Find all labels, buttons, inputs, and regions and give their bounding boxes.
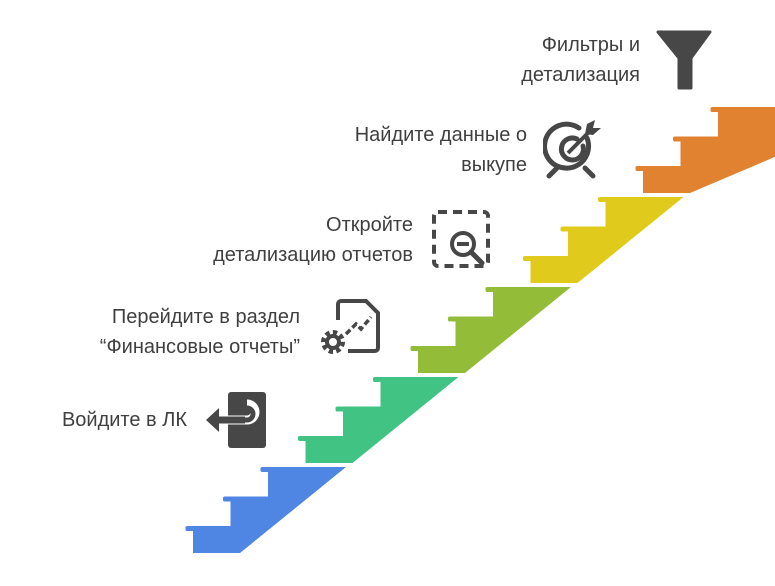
step-2-text-line-1: Перейдите в раздел <box>111 306 300 328</box>
stair-segment-3 <box>410 287 571 373</box>
target-icon <box>543 120 601 179</box>
step-1-label: Войдите в ЛК <box>62 405 187 435</box>
step-3-text-line-1: Откройте <box>326 214 413 236</box>
step-1-text: Войдите в ЛК <box>61 409 187 431</box>
step-5-text-line-2: детализация <box>521 64 640 86</box>
step-3-text-line-2: детализацию отчетов <box>213 244 413 266</box>
exit-door-icon <box>206 392 266 448</box>
step-4-text-line-2: выкупе <box>461 154 527 176</box>
step-2-text-line-2: “Финансовые отчеты” <box>99 336 300 358</box>
funnel-icon <box>656 30 712 90</box>
stair-segment-4 <box>523 197 684 283</box>
zoom-out-selection-icon <box>432 210 490 268</box>
step-4-text-line-1: Найдите данные о <box>354 124 527 146</box>
step-5-text-line-1: Фильтры и <box>541 34 640 56</box>
step-4-label: Найдите данные о выкупе <box>355 120 527 180</box>
step-2-label: Перейдите в раздел “Финансовые отчеты” <box>100 302 300 362</box>
report-gear-icon <box>321 299 380 354</box>
stair-segment-1 <box>185 467 346 553</box>
step-5-label: Фильтры и детализация <box>521 30 640 90</box>
step-3-label: Откройте детализацию отчетов <box>213 210 413 270</box>
stair-segment-2 <box>298 377 459 463</box>
stair-segment-5 <box>635 107 775 193</box>
